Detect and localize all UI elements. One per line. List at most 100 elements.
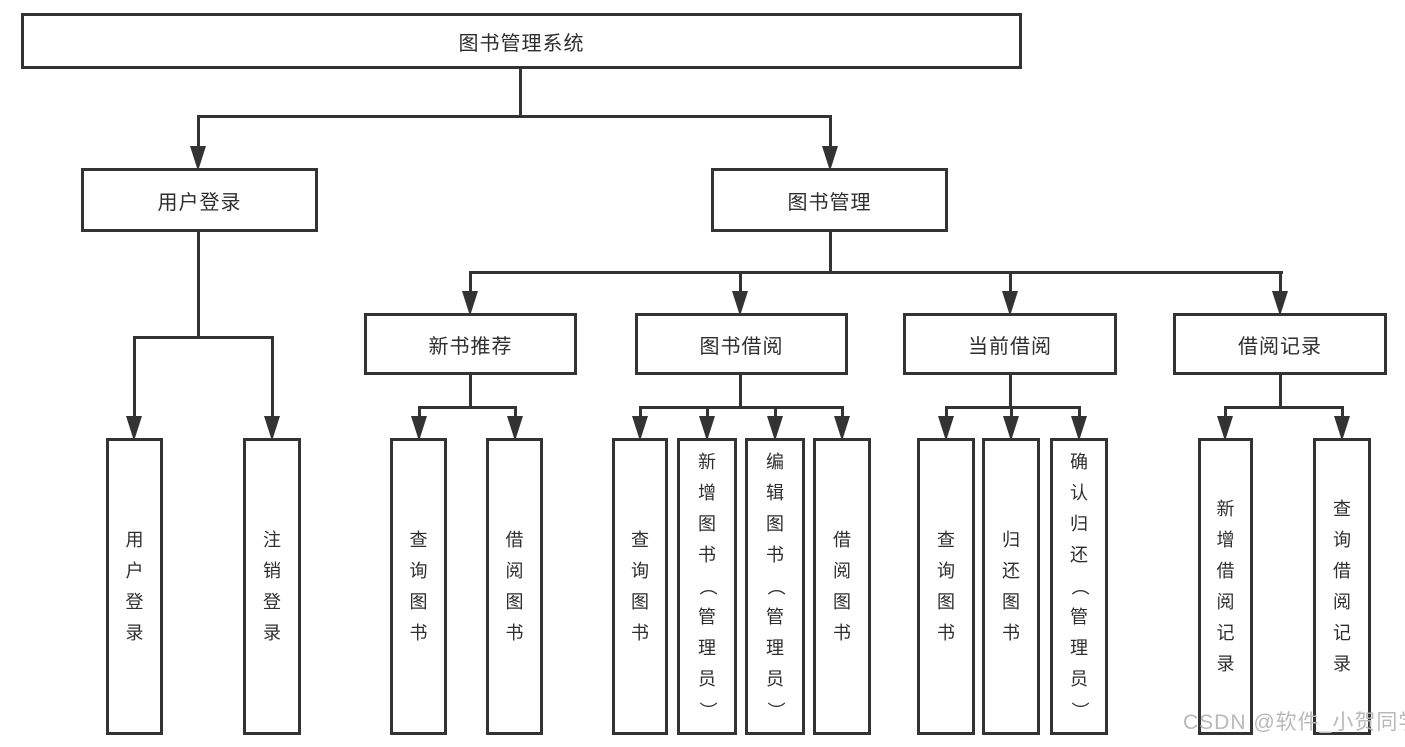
node-label: 新书推荐 [428,335,513,358]
connector-line [133,336,136,420]
node-label-char: ） [1069,701,1090,720]
node-label-char: ） [765,701,786,720]
connector-line [739,374,742,409]
node-label-char: 录 [1216,653,1235,674]
node-leaf-query-books-3: 查询图书 [917,438,975,735]
node-label-char: 还 [1002,560,1020,581]
node-label-char: （ [1069,577,1090,596]
node-label-char: 理 [1070,638,1088,658]
node-leaf-user-login: 用户登录 [106,438,163,735]
node-label-char: 理 [766,638,784,658]
csdn-watermark: CSDN @软件_小贺同学 [1183,711,1405,734]
connector-line [945,406,1081,409]
node-label-char: 理 [698,638,716,658]
arrowhead-down-icon [1071,416,1087,441]
node-label-char: 归 [1002,529,1020,550]
node-label-char: 员 [766,669,784,689]
node-label-char: 图 [409,591,428,612]
node-label-char: 图 [698,514,716,534]
connector-line [829,115,832,155]
node-leaf-edit-books-admin: 编辑图书（管理员） [745,438,805,735]
node-label-char: 书 [833,622,851,643]
arrowhead-down-icon [462,291,478,316]
node-label-char: 借 [1333,560,1351,581]
connector-line [841,406,844,420]
connector-line [271,336,274,420]
node-label-char: 辑 [766,483,784,503]
node-label-char: 书 [409,622,428,643]
node-label-char: 书 [698,545,716,565]
node-label-char: 用 [125,529,144,550]
node-label-char: 书 [937,622,955,643]
arrowhead-down-icon [126,416,142,441]
node-label-char: 管 [766,607,784,627]
connector-line [469,271,472,295]
node-label-char: 查 [409,529,428,550]
connector-line [706,406,709,420]
node-leaf-query-borrow-record: 查询借阅记录 [1313,438,1371,735]
node-leaf-logout: 注销登录 [243,438,301,735]
connector-line [1009,374,1012,409]
arrowhead-down-icon [1217,416,1233,441]
connector-line [639,406,642,420]
node-label-char: 阅 [505,560,524,581]
node-leaf-borrow-books-1: 借阅图书 [486,438,543,735]
node-label-char: 销 [263,560,281,581]
node-label-char: 图 [766,514,784,534]
node-label-char: 新 [698,452,716,472]
node-root: 图书管理系统 [21,13,1022,69]
node-label-char: 图 [937,591,955,612]
node-label-char: 询 [409,560,428,581]
connector-line [1279,374,1282,409]
arrowhead-down-icon [1334,416,1350,441]
node-borrowing-records: 借阅记录 [1173,313,1387,375]
connector-line [1224,406,1227,420]
connector-line [469,374,472,409]
connector-line [197,115,200,155]
node-label-char: 借 [1216,560,1235,581]
node-label-char: 借 [505,529,524,550]
node-label-char: 管 [1070,607,1088,627]
arrowhead-down-icon [507,416,523,441]
connector-line [829,231,832,274]
node-label-char: 新 [1216,498,1235,519]
node-leaf-query-books-1: 查询图书 [390,438,447,735]
arrowhead-down-icon [767,416,783,441]
node-label-char: 登 [263,591,281,612]
node-label: 当前借阅 [968,335,1052,358]
arrowhead-down-icon [264,416,280,441]
connector-line [519,68,522,118]
connector-line [1078,406,1081,420]
node-current-borrowing: 当前借阅 [903,313,1117,375]
node-label: 用户登录 [157,191,242,214]
connector-line [418,406,421,420]
node-label-char: 询 [631,560,649,581]
arrowhead-down-icon [1002,291,1018,316]
arrowhead-down-icon [190,146,206,171]
connector-line [1010,406,1013,420]
connector-line [1279,271,1282,295]
node-label-char: 图 [833,591,851,612]
node-label-char: 阅 [833,560,851,581]
node-label-char: 登 [125,591,144,612]
connector-line [1341,406,1344,420]
arrowhead-down-icon [732,291,748,316]
connector-line [774,406,777,420]
node-label-char: 图 [505,591,524,612]
node-label-char: 编 [766,452,784,472]
node-label-char: 询 [937,560,955,581]
node-label-char: 书 [505,622,524,643]
arrowhead-down-icon [1003,416,1019,441]
node-label-char: 录 [1333,653,1351,674]
node-label-char: 询 [1333,529,1351,550]
node-leaf-add-borrow-record: 新增借阅记录 [1198,438,1253,735]
node-label-char: 记 [1333,622,1351,643]
node-label-char: 还 [1070,545,1088,565]
node-label-char: 录 [125,622,144,643]
node-label-char: 记 [1216,622,1235,643]
node-leaf-return-books: 归还图书 [982,438,1040,735]
node-label-char: 阅 [1333,591,1351,612]
node-label-char: 图 [631,591,649,612]
connector-line [945,406,948,420]
node-label-char: ） [697,701,718,720]
